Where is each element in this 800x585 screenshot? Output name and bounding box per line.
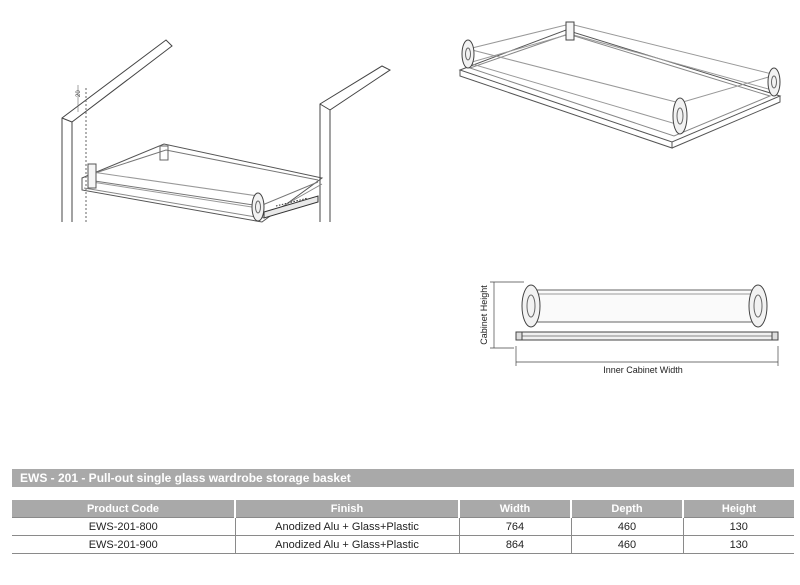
installation-drawing (61, 39, 391, 223)
technical-drawings: 20 (61, 21, 782, 375)
table-row: EWS-201-900 Anodized Alu + Glass+Plastic… (12, 535, 794, 554)
cell-depth: 460 (571, 517, 684, 536)
cabinet-height-label: Cabinet Height (479, 285, 489, 345)
isometric-basket-drawing (458, 21, 782, 149)
cell-height: 130 (683, 517, 794, 536)
gap-dimension-label: 20 (76, 90, 82, 97)
spec-title-bar: EWS - 201 - Pull-out single glass wardro… (12, 469, 794, 487)
table-header-row: Product Code Finish Width Depth Height (12, 500, 794, 518)
cell-width: 764 (459, 517, 572, 536)
front-elevation-drawing (490, 281, 779, 366)
cell-finish: Anodized Alu + Glass+Plastic (235, 517, 460, 536)
cell-depth: 460 (571, 535, 684, 554)
column-header-depth: Depth (571, 500, 684, 518)
cell-product-code: EWS-201-900 (12, 535, 236, 554)
column-header-height: Height (683, 500, 794, 518)
column-header-width: Width (459, 500, 572, 518)
inner-cabinet-width-label: Inner Cabinet Width (603, 365, 683, 375)
cell-width: 864 (459, 535, 572, 554)
cell-finish: Anodized Alu + Glass+Plastic (235, 535, 460, 554)
column-header-product-code: Product Code (12, 500, 236, 518)
column-header-finish: Finish (235, 500, 460, 518)
cell-height: 130 (683, 535, 794, 554)
table-row: EWS-201-800 Anodized Alu + Glass+Plastic… (12, 517, 794, 536)
spec-table: Product Code Finish Width Depth Height E… (12, 500, 794, 554)
cell-product-code: EWS-201-800 (12, 517, 236, 536)
